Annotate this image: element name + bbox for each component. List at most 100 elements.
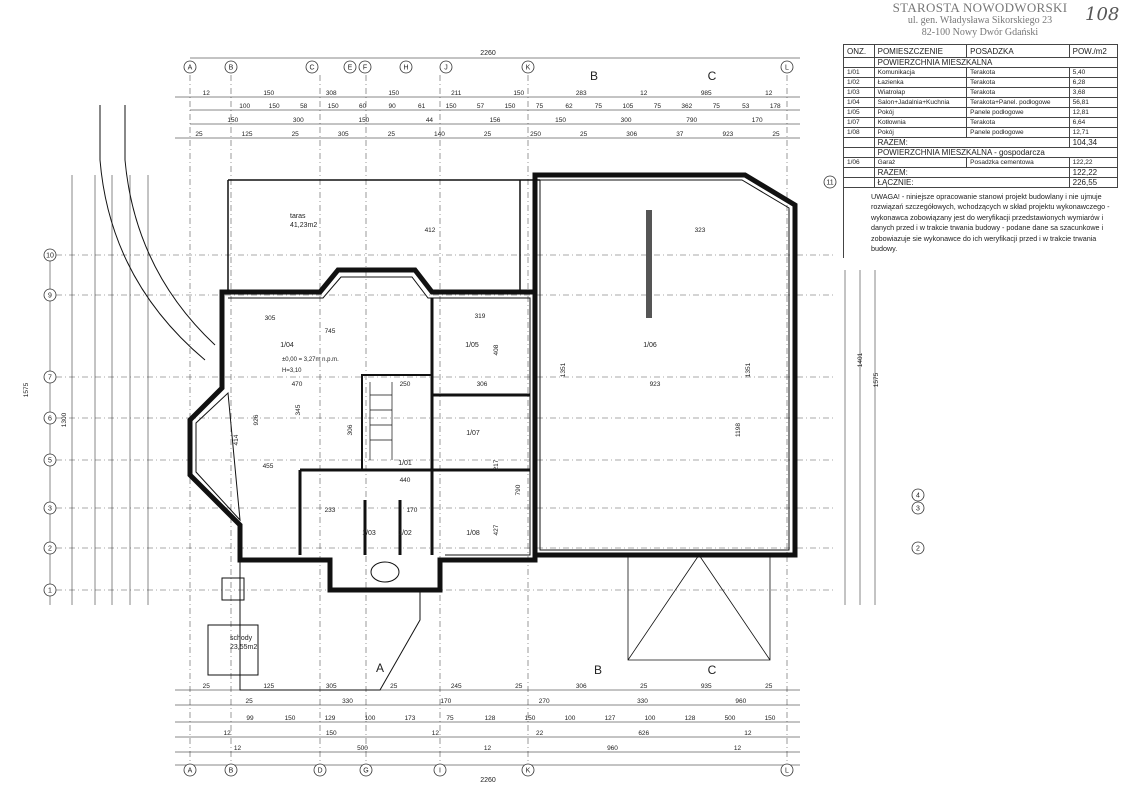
dimension-text: 1351 xyxy=(560,362,567,377)
axis-left-label-bubble xyxy=(43,583,57,597)
section-mark: B xyxy=(594,663,602,677)
room-no: 1/04 xyxy=(843,97,875,108)
room-area: 6,64 xyxy=(1068,117,1119,128)
room-floor: Terakota+Panel. podłogowe xyxy=(966,97,1070,108)
dimension-text: 25 xyxy=(292,131,300,138)
dimension-text: 233 xyxy=(325,507,336,514)
stamp-title: STAROSTA NOWODWORSKI xyxy=(892,0,1068,15)
dimension-text: 75 xyxy=(536,103,544,110)
dimension-text: 150 xyxy=(388,90,399,97)
col-header: POSADZKA xyxy=(966,44,1070,58)
dimension-text: 105 xyxy=(622,103,633,110)
room-label: 1/08 xyxy=(466,530,480,537)
axis-top-label: C xyxy=(309,65,314,72)
room-area: 3,68 xyxy=(1068,87,1119,98)
axis-bottom-label: G xyxy=(363,768,368,775)
dimension-text: 75 xyxy=(654,103,662,110)
axis-right-label: 4 xyxy=(916,493,920,500)
dimension-text: 37 xyxy=(676,131,684,138)
dimension-text: 300 xyxy=(621,117,632,124)
axis-bottom-label-bubble xyxy=(780,763,794,777)
room-name: Pokój xyxy=(873,127,968,138)
room-area: 12,71 xyxy=(1068,127,1119,138)
section-mark: B xyxy=(590,69,598,83)
dimension-text: 25 xyxy=(390,683,398,690)
axis-left-label: 9 xyxy=(48,293,52,300)
axis-top-label-bubble xyxy=(399,60,413,74)
dimension-text: 150 xyxy=(328,103,339,110)
side-panel: ONZ. POMIESZCZENIE POSADZKA POW./m2 POWI… xyxy=(843,44,1119,259)
dimension-text: 300 xyxy=(293,117,304,124)
axis-top-label: E xyxy=(348,65,353,72)
dimension-text: 125 xyxy=(263,683,274,690)
section-mark: A xyxy=(376,661,384,675)
dimension-text: 61 xyxy=(418,103,426,110)
dimension-text: 12 xyxy=(765,90,773,97)
axis-left-label: 7 xyxy=(48,375,52,382)
dimension-text: 170 xyxy=(440,698,451,705)
axis-bottom-label: A xyxy=(188,768,193,775)
axis-top-label: K xyxy=(526,65,531,72)
axis-bottom-label-bubble xyxy=(313,763,327,777)
room-label: 1/04 xyxy=(280,342,294,349)
axis-grid-lines xyxy=(56,75,835,762)
stairs-area: 23,55m2 xyxy=(230,644,257,651)
axis-left-label: 5 xyxy=(48,458,52,465)
axis-top-label-bubble xyxy=(439,60,453,74)
axis-right-label: 3 xyxy=(916,506,920,513)
dimension-text: 926 xyxy=(253,414,260,425)
room-no: 1/08 xyxy=(843,127,875,138)
section-mark: C xyxy=(708,69,717,83)
dimension-text: 960 xyxy=(607,745,618,752)
axis-right-label-bubble xyxy=(911,488,925,502)
dimension-text: 150 xyxy=(555,117,566,124)
dimension-text: 125 xyxy=(242,131,253,138)
dimension-text: 25 xyxy=(484,131,492,138)
sum-value: 122,22 xyxy=(1068,167,1119,178)
dimension-text: 58 xyxy=(300,103,308,110)
dimension-text: 25 xyxy=(515,683,523,690)
total-label: ŁĄCZNIE: xyxy=(873,177,1070,188)
dimension-text: 170 xyxy=(407,507,418,514)
dimension-text: 25 xyxy=(765,683,773,690)
axis-left-label-bubble xyxy=(43,541,57,555)
axis-bottom-label: K xyxy=(526,768,531,775)
official-stamp: STAROSTA NOWODWORSKI ul. gen. Władysława… xyxy=(880,0,1080,39)
dimension-text: 362 xyxy=(681,103,692,110)
dimension-text: 306 xyxy=(477,381,488,388)
dimension-text: 250 xyxy=(530,131,541,138)
room-label: 1/07 xyxy=(466,430,480,437)
dimension-text: 150 xyxy=(446,103,457,110)
room-area: 122,22 xyxy=(1068,157,1119,168)
stamp-city: 82-100 Nowy Dwór Gdański xyxy=(921,27,1039,38)
dimension-text: 790 xyxy=(515,484,522,495)
terrace-label: taras xyxy=(290,213,306,220)
room-floor: Posadzka cementowa xyxy=(966,157,1070,168)
dimension-text: 100 xyxy=(645,715,656,722)
dimension-text: 1198 xyxy=(735,423,742,437)
axis-left-label-bubble xyxy=(43,411,57,425)
dimension-text: 57 xyxy=(477,103,485,110)
dimension-text: 62 xyxy=(565,103,573,110)
dimension-text: 412 xyxy=(425,227,436,234)
dimension-text: 500 xyxy=(357,745,368,752)
dimension-text: 245 xyxy=(451,683,462,690)
axis-right-label-bubble xyxy=(911,501,925,515)
dimension-text: 323 xyxy=(695,227,706,234)
dimension-text: 99 xyxy=(246,715,254,722)
dimension-text: 330 xyxy=(342,698,353,705)
dimension-text: 90 xyxy=(388,103,396,110)
axis-top-label-bubble xyxy=(358,60,372,74)
dimension-text: 25 xyxy=(203,683,211,690)
dimension-text: 173 xyxy=(405,715,416,722)
dimension-text: 1300 xyxy=(61,412,68,427)
room-floor: Terakota xyxy=(966,67,1070,78)
room-label: 1/02 xyxy=(398,530,412,537)
dimension-text: 170 xyxy=(752,117,763,124)
section-heading: POWIERZCHNIA MIESZKALNA - gospodarcza xyxy=(873,147,1119,158)
dimension-text: 455 xyxy=(263,463,274,470)
axis-right-label-bubble xyxy=(823,175,837,189)
